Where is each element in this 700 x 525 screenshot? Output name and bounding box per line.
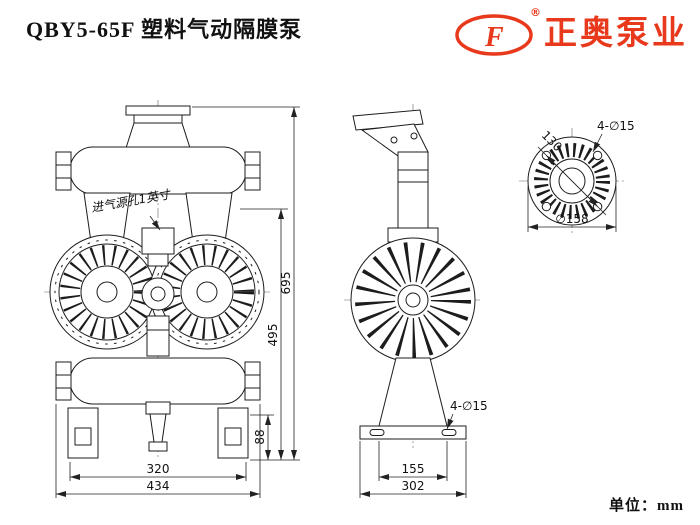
front-dim-434: 434 bbox=[55, 404, 261, 498]
front-right-foot bbox=[217, 407, 249, 459]
unit-label: 单位：mm bbox=[609, 498, 684, 514]
front-top-port bbox=[125, 105, 191, 149]
drawing-title: QBY5-65F 塑料气动隔膜泵 bbox=[26, 17, 303, 42]
front-view: 进气源孔1英寸 320 434 88 bbox=[44, 100, 300, 498]
dim-695-label: 695 bbox=[279, 272, 293, 295]
brand-logo-icon: F bbox=[455, 14, 533, 56]
side-bolt-note-leader bbox=[446, 413, 454, 430]
dim-88-label: 88 bbox=[253, 429, 267, 444]
front-right-chamber bbox=[149, 234, 265, 350]
side-view: 4-∅15 155 302 bbox=[344, 104, 488, 498]
dim-158-label: ∅158 bbox=[555, 212, 588, 226]
front-lower-manifold bbox=[55, 357, 261, 405]
top-bolt-note-leader bbox=[592, 133, 603, 153]
front-left-foot bbox=[67, 407, 99, 459]
brand-monogram: F bbox=[484, 22, 504, 53]
air-inlet-leader bbox=[149, 215, 161, 231]
bolt-hole-sw bbox=[541, 201, 552, 212]
side-neck bbox=[387, 151, 439, 243]
top-bolt-note: 4-∅15 bbox=[592, 119, 635, 153]
top-view: 130 4-∅15 ∅158 bbox=[519, 119, 635, 234]
dim-155-label: 155 bbox=[402, 462, 425, 476]
brand-logo: F ® 正奥泵业 bbox=[452, 6, 688, 60]
front-dim-320: 320 bbox=[69, 462, 247, 481]
side-dim-302: 302 bbox=[359, 441, 467, 498]
side-top-flange bbox=[352, 109, 429, 157]
front-dim-88: 88 bbox=[250, 414, 300, 461]
dim-434-label: 434 bbox=[147, 479, 170, 493]
side-dim-155: 155 bbox=[378, 441, 448, 481]
bolt-hole-ne bbox=[592, 150, 603, 161]
registered-mark: ® bbox=[530, 6, 541, 19]
dim-495-label: 495 bbox=[266, 324, 280, 347]
front-upper-manifold bbox=[55, 146, 261, 243]
top-dim-158: ∅158 bbox=[527, 186, 617, 232]
front-dim-495: 495 bbox=[240, 208, 288, 460]
front-drain-valve bbox=[145, 401, 171, 452]
brand-name: 正奥泵业 bbox=[544, 15, 688, 52]
top-bolt-note-label: 4-∅15 bbox=[597, 119, 635, 133]
side-housing bbox=[350, 237, 476, 363]
side-base bbox=[359, 357, 467, 440]
front-center-valve bbox=[141, 227, 175, 357]
dim-302-label: 302 bbox=[402, 479, 425, 493]
side-bolt-note: 4-∅15 bbox=[446, 399, 488, 430]
front-dim-695: 695 bbox=[192, 106, 300, 460]
side-bolt-note-label: 4-∅15 bbox=[450, 399, 488, 413]
dim-320-label: 320 bbox=[147, 462, 170, 476]
